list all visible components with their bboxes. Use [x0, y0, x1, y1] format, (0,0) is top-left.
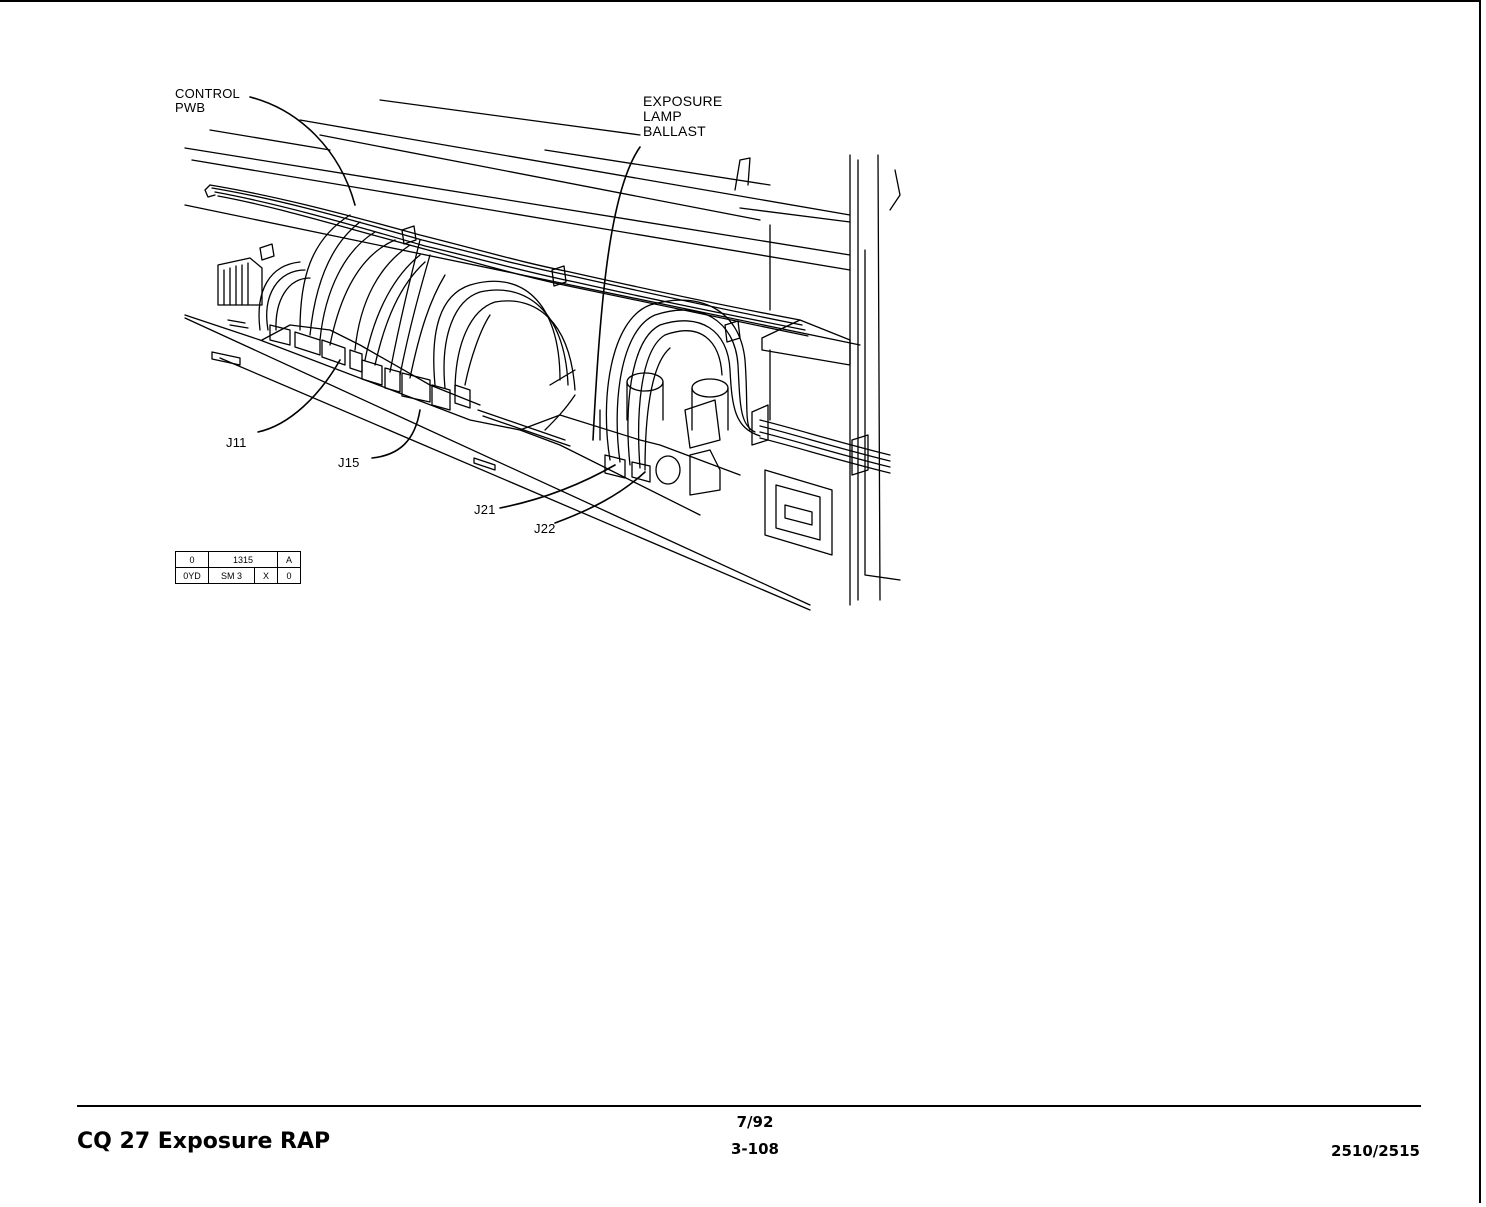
callout-exposure-lamp-ballast: EXPOSURE LAMP BALLAST [643, 94, 722, 139]
code-cell: A [278, 552, 301, 568]
code-cell: 0 [176, 552, 209, 568]
footer-rule [77, 1105, 1421, 1107]
callout-j22: J22 [534, 522, 556, 536]
footer-page-number: 3-108 [715, 1140, 795, 1158]
footer-title: CQ 27 Exposure RAP [77, 1129, 330, 1154]
code-cell: 0YD [176, 568, 209, 584]
code-cell: 1315 [209, 552, 278, 568]
callout-j11: J11 [226, 436, 247, 450]
callout-j15: J15 [338, 456, 360, 470]
callout-control-pwb: CONTROL PWB [175, 87, 240, 115]
callout-j21: J21 [474, 503, 496, 517]
code-cell: SM 3 [209, 568, 255, 584]
code-cell: X [254, 568, 277, 584]
illustration-code-box: 0 1315 A 0YD SM 3 X 0 [175, 551, 301, 584]
footer-date: 7/92 [715, 1113, 795, 1131]
footer-model: 2510/2515 [1331, 1142, 1420, 1160]
code-cell: 0 [278, 568, 301, 584]
